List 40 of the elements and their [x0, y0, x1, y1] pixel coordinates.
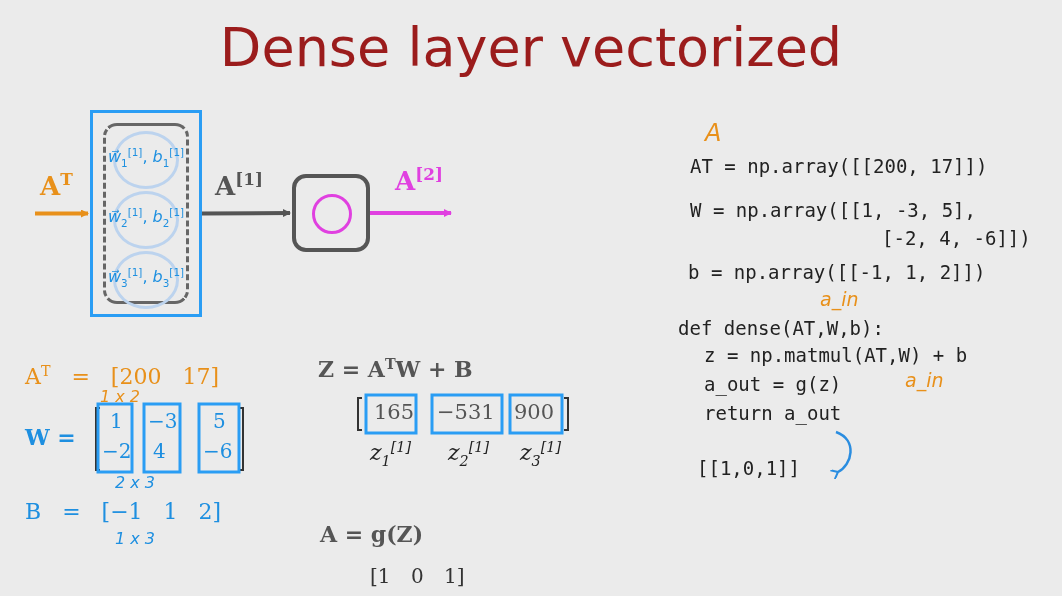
unit-circle: [312, 194, 352, 234]
code-line: W = np.array([[1, -3, 5],: [690, 200, 976, 221]
equation: A$^{T}$ = [200 17]: [25, 364, 219, 390]
dimension-note: 2 x 3: [115, 474, 155, 492]
equation: A = g(Z): [320, 522, 424, 547]
code-line: b = np.array([[-1, 1, 2]]): [688, 262, 986, 283]
edge-label: A$^{[1]}$: [215, 170, 263, 201]
code-line: [-2, 4, -6]]): [882, 228, 1031, 249]
matrix-entry: 5: [213, 410, 226, 432]
matrix-entry: −6: [203, 440, 233, 462]
vector-entry: 900: [514, 401, 555, 425]
layer-box: [90, 110, 202, 317]
code-line: AT = np.array([[200, 17]]): [690, 156, 988, 177]
code-line: [[1,0,1]]: [697, 458, 800, 479]
equation: B = [−1 1 2]: [25, 500, 222, 525]
edge-label: A$^{[2]}$: [395, 165, 443, 196]
arrow: [202, 209, 291, 218]
unit-box: [292, 174, 370, 252]
edge-label: A$^{T}$: [40, 170, 73, 201]
vector-entry: 165: [374, 401, 415, 425]
code-line: return a_out: [704, 403, 842, 424]
handwritten-note: A: [705, 120, 722, 147]
equation: Z = A$^{T}$W + B: [318, 357, 473, 382]
handwritten-note: a_in: [905, 370, 944, 391]
handwritten-note: a_in: [820, 289, 859, 310]
arrow: [370, 209, 452, 217]
code-line: a_out = g(z): [704, 374, 842, 395]
dimension-note: 1 x 3: [115, 530, 155, 548]
vector-entry: −531: [437, 401, 495, 425]
matrix-entry: −3: [148, 410, 178, 432]
equation: [1 0 1]: [370, 565, 465, 587]
slide-title: Dense layer vectorized: [218, 18, 844, 78]
matrix-entry: −2: [102, 440, 132, 462]
matrix-entry: 1: [110, 410, 123, 432]
matrix-entry: 4: [153, 440, 166, 462]
equation: W =: [25, 425, 76, 450]
code-line: def dense(AT,W,b):: [678, 318, 884, 339]
arrow: [35, 209, 89, 218]
dimension-note: 1 x 2: [100, 388, 140, 406]
code-line: z = np.matmul(AT,W) + b: [704, 345, 968, 366]
